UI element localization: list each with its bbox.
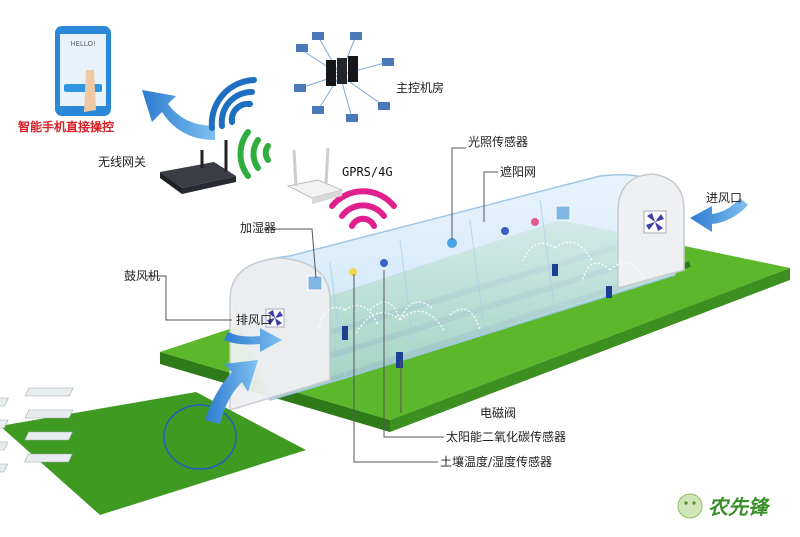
leader-lines (146, 147, 498, 463)
brand-text: 农先锋 (708, 495, 771, 519)
ground-edge-right (390, 268, 790, 432)
label-wireless-gateway: 无线网关 (98, 155, 146, 169)
valve-icon (342, 264, 612, 368)
exhaust-arrow (224, 328, 282, 352)
wifi-icon-blue (208, 77, 257, 131)
smartphone-icon: HELLO! (55, 26, 111, 116)
zoom-arrow (205, 360, 258, 424)
server-network-icon (294, 32, 394, 122)
label-light-sensor: 光照传感器 (468, 134, 528, 149)
phone-arrow (142, 90, 215, 140)
fan-icon (265, 308, 285, 328)
label-shade-net: 遮阳网 (500, 164, 536, 179)
router-icon (286, 147, 344, 204)
label-co2-sensor: 太阳能二氧化碳传感器 (446, 429, 566, 444)
sprinklers (317, 241, 646, 336)
mascot-icon (677, 493, 703, 519)
label-soil-sensor: 土壤温度/湿度传感器 (440, 454, 552, 469)
label-blower: 鼓风机 (124, 269, 160, 283)
zoom-circle (163, 404, 237, 470)
inlet-arrow (690, 198, 748, 232)
label-air-inlet: 进风口 (706, 191, 742, 205)
wireless-gateway-icon (160, 140, 236, 194)
fan-icon (643, 210, 667, 234)
label-exhaust: 排风口 (236, 313, 272, 327)
label-smartphone: 智能手机直接操控 (17, 119, 114, 134)
wifi-icon-magenta (329, 188, 397, 229)
phone-screen-text: HELLO! (70, 40, 96, 48)
field-plot (0, 387, 306, 515)
wifi-icon-green (237, 129, 271, 179)
label-control-room: 主控机房 (396, 80, 444, 95)
tunnel-greenhouse (229, 173, 685, 412)
sensor-icon (307, 205, 571, 291)
watermark-logo: 农先锋 (677, 493, 771, 519)
label-solenoid-valve: 电磁阀 (480, 405, 516, 420)
tunnel-end-left (229, 257, 331, 412)
label-humidifier: 加湿器 (240, 220, 276, 235)
label-gprs: GPRS/4G (342, 165, 393, 179)
